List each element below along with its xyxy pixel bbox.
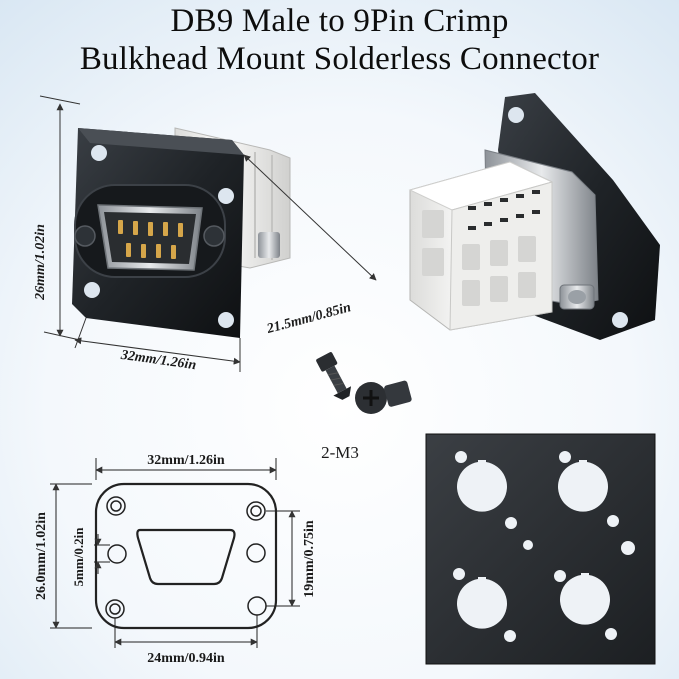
photo-depth-label: 21.5mm/0.85in xyxy=(264,300,352,337)
connector-rear-view xyxy=(408,93,660,340)
title-line-1: DB9 Male to 9Pin Crimp xyxy=(170,3,509,39)
plate-cutouts xyxy=(453,451,635,642)
drawing-height-label: 26.0mm/1.02in xyxy=(34,512,49,600)
product-title: DB9 Male to 9Pin Crimp Bulkhead Mount So… xyxy=(0,2,679,78)
title-line-2: Bulkhead Mount Solderless Connector xyxy=(79,41,600,77)
screws-label: 2-M3 xyxy=(321,443,359,462)
mounting-plate xyxy=(425,433,656,665)
drawing-bottom-label: 24mm/0.94in xyxy=(147,651,225,666)
pin-row xyxy=(118,220,183,259)
connector-front-view xyxy=(72,127,291,338)
db9-male-shell xyxy=(74,184,226,278)
photo-height-label: 26mm/1.02in xyxy=(33,224,48,301)
crimp-housing xyxy=(408,161,554,331)
m3-screws xyxy=(316,352,412,414)
drawing-small-label: 5mm/0.2in xyxy=(71,527,86,587)
drawing-width-label: 32mm/1.26in xyxy=(147,453,225,468)
drawing-right-label: 19mm/0.75in xyxy=(302,520,317,598)
photo-dimensions xyxy=(39,95,377,372)
technical-drawing xyxy=(50,458,300,648)
